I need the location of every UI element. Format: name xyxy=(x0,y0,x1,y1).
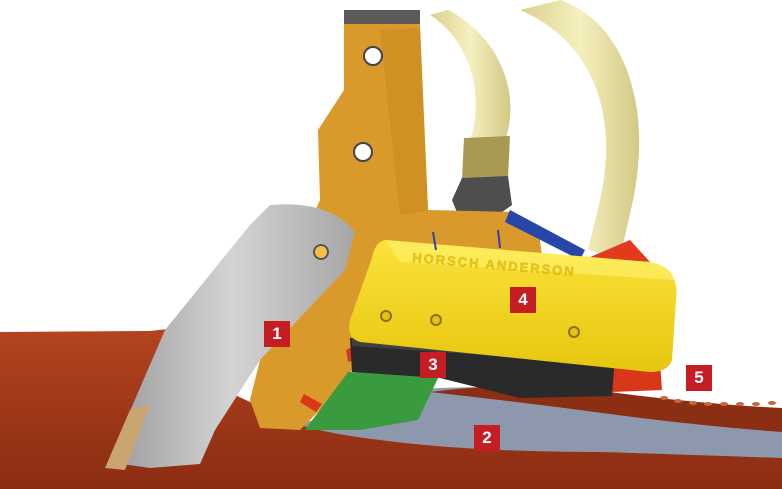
opener-frame xyxy=(250,24,545,430)
boot-bolt xyxy=(568,326,580,338)
seed-hose-front xyxy=(430,10,511,140)
frame-pin xyxy=(497,229,501,249)
callout-badge-2: 2 xyxy=(474,425,500,451)
frame-hole-top xyxy=(363,46,383,66)
red-stud xyxy=(300,394,322,412)
callout-badge-1: 1 xyxy=(264,321,290,347)
press-wing xyxy=(305,372,440,430)
boot-bolt xyxy=(430,314,442,326)
callout-badge-3: 3 xyxy=(420,352,446,378)
callout-badge-4: 4 xyxy=(510,287,536,313)
boot-bolt xyxy=(380,310,392,322)
blue-side-plate xyxy=(505,210,585,260)
seed-boot-top-face xyxy=(385,240,674,280)
callout-badge-5: 5 xyxy=(686,365,712,391)
frame-hole-middle xyxy=(353,142,373,162)
frame-pin xyxy=(432,231,437,251)
frame-shade xyxy=(380,28,428,215)
hose-fitting xyxy=(452,176,512,215)
knife-bolt xyxy=(313,244,329,260)
shank-top xyxy=(344,10,420,28)
seed-hose-rear xyxy=(520,0,640,258)
seed-row xyxy=(660,396,776,406)
hose-clamp xyxy=(462,136,510,180)
cutting-knife xyxy=(108,204,355,468)
knife-tip xyxy=(105,405,150,470)
